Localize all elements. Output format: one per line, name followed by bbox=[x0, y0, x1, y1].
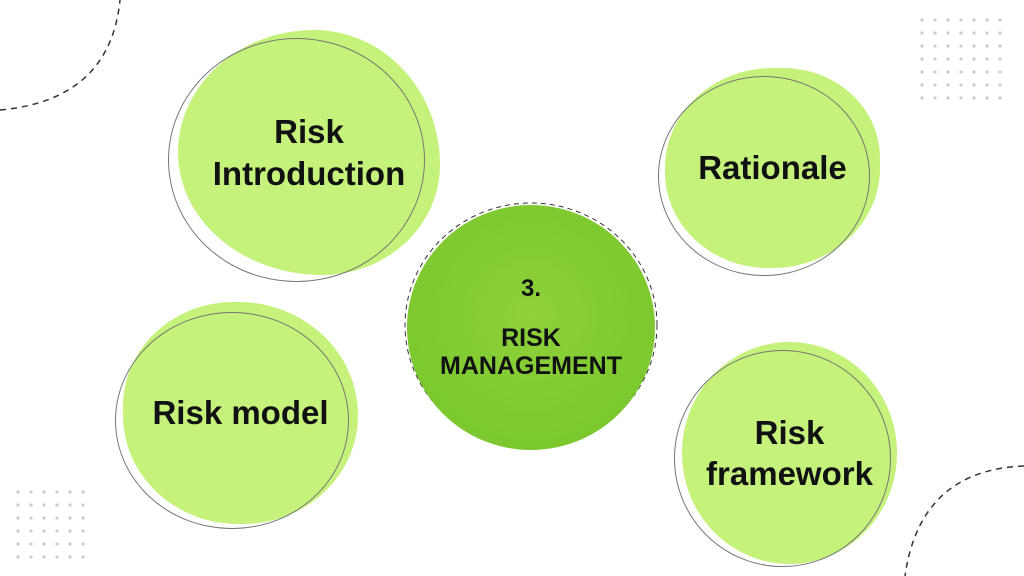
dot bbox=[920, 96, 924, 100]
node-label: Risk Introduction bbox=[212, 113, 406, 192]
dot bbox=[920, 18, 924, 22]
dot bbox=[81, 542, 85, 546]
dot bbox=[985, 31, 989, 35]
center-title: RISK MANAGEMENT bbox=[440, 324, 622, 380]
node-outline bbox=[658, 76, 870, 276]
dot bbox=[55, 516, 59, 520]
dot bbox=[68, 490, 72, 494]
dot bbox=[972, 96, 976, 100]
dot bbox=[959, 57, 963, 61]
dot bbox=[16, 503, 20, 507]
dot bbox=[998, 83, 1002, 87]
dot bbox=[972, 57, 976, 61]
dot bbox=[985, 57, 989, 61]
dot bbox=[16, 542, 20, 546]
dot bbox=[946, 44, 950, 48]
dot bbox=[985, 96, 989, 100]
dot bbox=[998, 18, 1002, 22]
dot bbox=[972, 83, 976, 87]
dot bbox=[29, 490, 33, 494]
dot bbox=[946, 96, 950, 100]
dot bbox=[946, 31, 950, 35]
node-label: Rationale bbox=[698, 149, 847, 187]
dot bbox=[42, 503, 46, 507]
dot bbox=[81, 555, 85, 559]
dot bbox=[29, 516, 33, 520]
dot bbox=[42, 516, 46, 520]
dot bbox=[972, 44, 976, 48]
dot bbox=[946, 70, 950, 74]
dot bbox=[42, 542, 46, 546]
dot bbox=[42, 490, 46, 494]
dot bbox=[998, 31, 1002, 35]
node-outline bbox=[168, 38, 425, 282]
dot bbox=[81, 529, 85, 533]
dot bbox=[920, 44, 924, 48]
dot bbox=[998, 70, 1002, 74]
dot bbox=[959, 83, 963, 87]
dot bbox=[933, 96, 937, 100]
center-node[interactable]: 3. RISK MANAGEMENT bbox=[407, 205, 655, 450]
dot bbox=[81, 490, 85, 494]
dot bbox=[55, 490, 59, 494]
dot bbox=[16, 490, 20, 494]
dot bbox=[946, 18, 950, 22]
dot bbox=[933, 44, 937, 48]
dot bbox=[933, 31, 937, 35]
dot bbox=[42, 555, 46, 559]
dot bbox=[68, 529, 72, 533]
node-outline bbox=[115, 312, 349, 529]
dot bbox=[29, 555, 33, 559]
dot bbox=[959, 31, 963, 35]
dot bbox=[946, 83, 950, 87]
dot bbox=[16, 516, 20, 520]
dot bbox=[972, 31, 976, 35]
dot bbox=[55, 542, 59, 546]
dot bbox=[68, 542, 72, 546]
dot bbox=[81, 503, 85, 507]
dot bbox=[946, 57, 950, 61]
dot bbox=[972, 18, 976, 22]
dot bbox=[55, 503, 59, 507]
dot bbox=[998, 44, 1002, 48]
node-outline bbox=[674, 350, 891, 567]
dot bbox=[959, 70, 963, 74]
dot bbox=[16, 529, 20, 533]
center-number: 3. bbox=[520, 275, 541, 302]
dot bbox=[55, 529, 59, 533]
node-label: Risk framework bbox=[706, 413, 873, 492]
dot bbox=[68, 503, 72, 507]
dot bbox=[985, 18, 989, 22]
dot bbox=[933, 70, 937, 74]
dot bbox=[29, 529, 33, 533]
dot bbox=[81, 516, 85, 520]
dot bbox=[42, 529, 46, 533]
dot bbox=[959, 44, 963, 48]
dot bbox=[933, 18, 937, 22]
dot bbox=[933, 57, 937, 61]
dot bbox=[920, 57, 924, 61]
dot bbox=[985, 83, 989, 87]
dot bbox=[55, 555, 59, 559]
dot bbox=[985, 44, 989, 48]
dot bbox=[29, 503, 33, 507]
dot bbox=[998, 96, 1002, 100]
dot bbox=[972, 70, 976, 74]
dot bbox=[920, 83, 924, 87]
dot bbox=[68, 555, 72, 559]
node-label: Risk model bbox=[152, 394, 329, 432]
dot bbox=[16, 555, 20, 559]
dot bbox=[920, 31, 924, 35]
dot bbox=[68, 516, 72, 520]
dot bbox=[959, 18, 963, 22]
dot bbox=[29, 542, 33, 546]
dot bbox=[920, 70, 924, 74]
dot bbox=[933, 83, 937, 87]
dot bbox=[998, 57, 1002, 61]
dot bbox=[959, 96, 963, 100]
dot bbox=[985, 70, 989, 74]
